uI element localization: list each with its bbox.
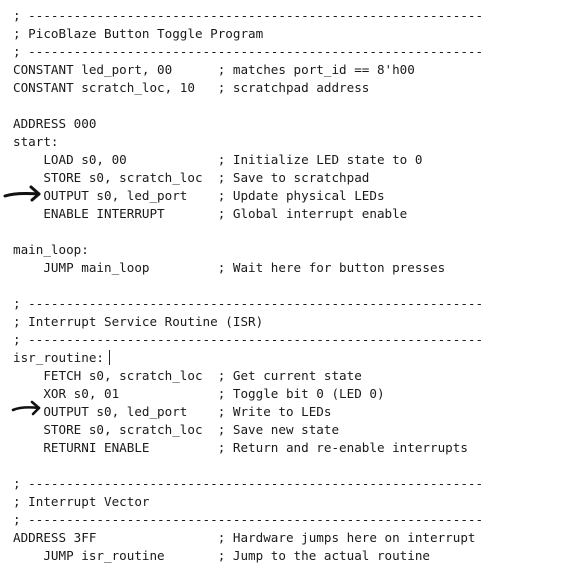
code-line-2: ; PicoBlaze Button Toggle Program — [13, 26, 264, 41]
code-line-31: JUMP isr_routine ; Jump to the actual ro… — [13, 548, 431, 563]
hand-drawn-arrow-icon — [11, 400, 41, 416]
code-line-5: CONSTANT scratch_loc, 10 ; scratchpad ad… — [13, 80, 370, 95]
code-line-15: JUMP main_loop ; Wait here for button pr… — [13, 260, 446, 275]
code-line-23: OUTPUT s0, led_port ; Write to LEDs — [13, 404, 332, 419]
code-line-9: LOAD s0, 00 ; Initialize LED state to 0 — [13, 152, 423, 167]
code-line-7: ADDRESS 000 — [13, 116, 97, 131]
code-line-24: STORE s0, scratch_loc ; Save new state — [13, 422, 340, 437]
code-line-21: FETCH s0, scratch_loc ; Get current stat… — [13, 368, 362, 383]
code-line-12: ENABLE INTERRUPT ; Global interrupt enab… — [13, 206, 408, 221]
code-line-28: ; Interrupt Vector — [13, 494, 150, 509]
code-line-14: main_loop: — [13, 242, 89, 257]
code-line-25: RETURNI ENABLE ; Return and re-enable in… — [13, 440, 468, 455]
code-line-8: start: — [13, 134, 59, 149]
code-line-30: ADDRESS 3FF ; Hardware jumps here on int… — [13, 530, 476, 545]
code-line-22: XOR s0, 01 ; Toggle bit 0 (LED 0) — [13, 386, 385, 401]
code-line-20: isr_routine: — [13, 350, 104, 365]
code-line-27: ; --------------------------------------… — [13, 476, 484, 491]
text-cursor — [109, 350, 110, 365]
code-line-3: ; --------------------------------------… — [13, 44, 484, 59]
code-line-29: ; --------------------------------------… — [13, 512, 484, 527]
code-line-10: STORE s0, scratch_loc ; Save to scratchp… — [13, 170, 370, 185]
code-line-11: OUTPUT s0, led_port ; Update physical LE… — [13, 188, 385, 203]
code-line-18: ; Interrupt Service Routine (ISR) — [13, 314, 264, 329]
hand-drawn-arrow-icon — [3, 185, 41, 202]
code-line-17: ; --------------------------------------… — [13, 296, 484, 311]
code-line-4: CONSTANT led_port, 00 ; matches port_id … — [13, 62, 415, 77]
code-line-19: ; --------------------------------------… — [13, 332, 484, 347]
code-line-1: ; --------------------------------------… — [13, 8, 484, 23]
